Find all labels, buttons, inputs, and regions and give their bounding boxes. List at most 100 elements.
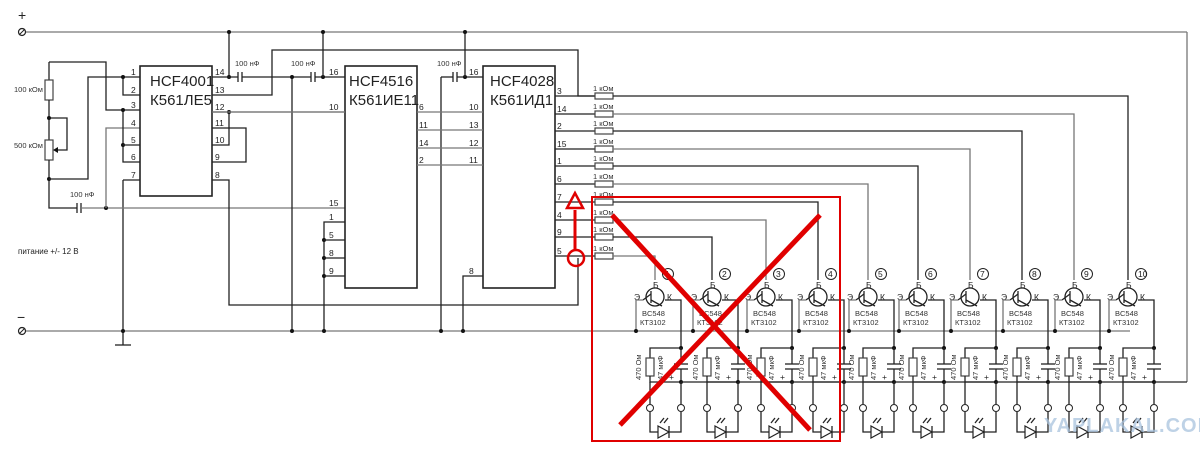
red-annotations bbox=[564, 190, 841, 442]
output-resistor bbox=[594, 216, 614, 224]
ground-symbol bbox=[115, 180, 131, 346]
pin-number: 11 bbox=[419, 120, 428, 130]
output-resistor-label: 1 кОм bbox=[593, 119, 614, 128]
channel-number-badge bbox=[1029, 268, 1041, 280]
terminal-icon bbox=[840, 404, 848, 412]
pin-number: 4 bbox=[557, 210, 562, 220]
output-resistor-label: 1 кОм bbox=[593, 102, 614, 111]
transistor-type: BC548 bbox=[1009, 309, 1032, 318]
pin-number: 11 bbox=[469, 155, 478, 165]
pin-number: 9 bbox=[329, 266, 334, 276]
pin-number: 12 bbox=[469, 138, 479, 148]
resistor-470-label: 470 Ом bbox=[797, 354, 806, 380]
resistor-470-label: 470 Ом bbox=[1107, 354, 1116, 380]
terminal-icon bbox=[1065, 404, 1073, 412]
pin-number: 14 bbox=[215, 67, 225, 77]
output-resistor-label: 1 кОм bbox=[593, 244, 614, 253]
output-resistor-label: 1 кОм bbox=[593, 225, 614, 234]
collector-label: К bbox=[830, 292, 835, 302]
collector-label: К bbox=[930, 292, 935, 302]
transistor-type: BC548 bbox=[1115, 309, 1138, 318]
decoupling-cap-label: 100 нФ bbox=[291, 59, 316, 68]
chip-hcf4516: HCF4516 К561ИЕ11 100 нФ bbox=[290, 30, 419, 333]
pin-number: 5 bbox=[557, 246, 562, 256]
chip-name-alt: К561ИЕ11 bbox=[349, 92, 419, 109]
npn-transistor-icon bbox=[1064, 287, 1084, 307]
transistor-type: BC548 bbox=[1061, 309, 1084, 318]
transistor-type-alt: КТ3102 bbox=[1059, 318, 1085, 327]
channel-number-badge bbox=[875, 268, 887, 280]
polarity-plus: + bbox=[984, 372, 989, 382]
npn-transistor-icon bbox=[858, 287, 878, 307]
pin-number: 9 bbox=[557, 227, 562, 237]
resistor-470 bbox=[1012, 357, 1022, 377]
led-icon bbox=[768, 424, 782, 440]
pin-number: 13 bbox=[215, 85, 225, 95]
transistor-type: BC548 bbox=[855, 309, 878, 318]
transistor-type-alt: КТ3102 bbox=[1007, 318, 1033, 327]
resistor-470-label: 470 Ом bbox=[847, 354, 856, 380]
potentiometer-label: 500 кОм bbox=[14, 141, 43, 150]
npn-transistor-icon bbox=[702, 287, 722, 307]
output-resistor-label: 1 кОм bbox=[593, 154, 614, 163]
npn-transistor-icon bbox=[960, 287, 980, 307]
transistor-type: BC548 bbox=[642, 309, 665, 318]
emitter-label: Э bbox=[1053, 292, 1059, 302]
pin-number: 5 bbox=[131, 135, 136, 145]
terminal-icon bbox=[909, 404, 917, 412]
resistor-470 bbox=[858, 357, 868, 377]
output-resistor bbox=[594, 180, 614, 188]
collector-label: К bbox=[1034, 292, 1039, 302]
output-resistor-label: 1 кОм bbox=[593, 172, 614, 181]
supply-note: питание +/- 12 В bbox=[18, 247, 79, 256]
collector-label: К bbox=[778, 292, 783, 302]
terminal-icon bbox=[1013, 404, 1021, 412]
base-label: Б bbox=[1072, 280, 1078, 290]
pin-number: 10 bbox=[329, 102, 339, 112]
highlight-circle bbox=[566, 248, 586, 268]
led-icon bbox=[1076, 424, 1090, 440]
collector-label: К bbox=[1086, 292, 1091, 302]
channel-number: 5 bbox=[878, 269, 883, 279]
transistor-type-alt: КТ3102 bbox=[751, 318, 777, 327]
pin-number: 11 bbox=[215, 118, 224, 128]
npn-transistor-icon bbox=[1118, 287, 1138, 307]
pin-number: 2 bbox=[557, 121, 562, 131]
polarity-plus: + bbox=[882, 372, 887, 382]
capacitor-label: 47 мкФ bbox=[656, 355, 665, 380]
emitter-label: Э bbox=[897, 292, 903, 302]
pin-number: 7 bbox=[131, 170, 136, 180]
collector-label: К bbox=[880, 292, 885, 302]
output-resistor bbox=[594, 127, 614, 135]
resistor-100k bbox=[44, 79, 54, 101]
base-label: Б bbox=[916, 280, 922, 290]
output-resistor bbox=[594, 110, 614, 118]
capacitor-label: 47 мкФ bbox=[971, 355, 980, 380]
channel-number: 6 bbox=[928, 269, 933, 279]
led-icon bbox=[920, 424, 934, 440]
pin-number: 13 bbox=[469, 120, 479, 130]
channel-number-badge bbox=[925, 268, 937, 280]
chip-name: HCF4028 bbox=[490, 73, 554, 90]
pin-number: 3 bbox=[557, 86, 562, 96]
capacitor-label: 47 мкФ bbox=[819, 355, 828, 380]
resistor-470 bbox=[645, 357, 655, 377]
cross-stroke bbox=[618, 213, 822, 427]
base-label: Б bbox=[764, 280, 770, 290]
collector-label: К bbox=[1140, 292, 1145, 302]
output-resistor-label: 1 кОм bbox=[593, 190, 614, 199]
transistor-type-alt: КТ3102 bbox=[803, 318, 829, 327]
base-label: Б bbox=[1020, 280, 1026, 290]
emitter-label: Э bbox=[634, 292, 640, 302]
collector-label: К bbox=[982, 292, 987, 302]
pin-number: 12 bbox=[215, 102, 225, 112]
emitter-label: Э bbox=[949, 292, 955, 302]
pin-number: 1 bbox=[131, 67, 136, 77]
transistor-type-alt: КТ3102 bbox=[1113, 318, 1139, 327]
capacitor-label: 47 мкФ bbox=[869, 355, 878, 380]
resistor-470 bbox=[1064, 357, 1074, 377]
channel-number: 3 bbox=[776, 269, 781, 279]
cross-stroke bbox=[610, 213, 812, 432]
pin-number: 7 bbox=[557, 192, 562, 202]
